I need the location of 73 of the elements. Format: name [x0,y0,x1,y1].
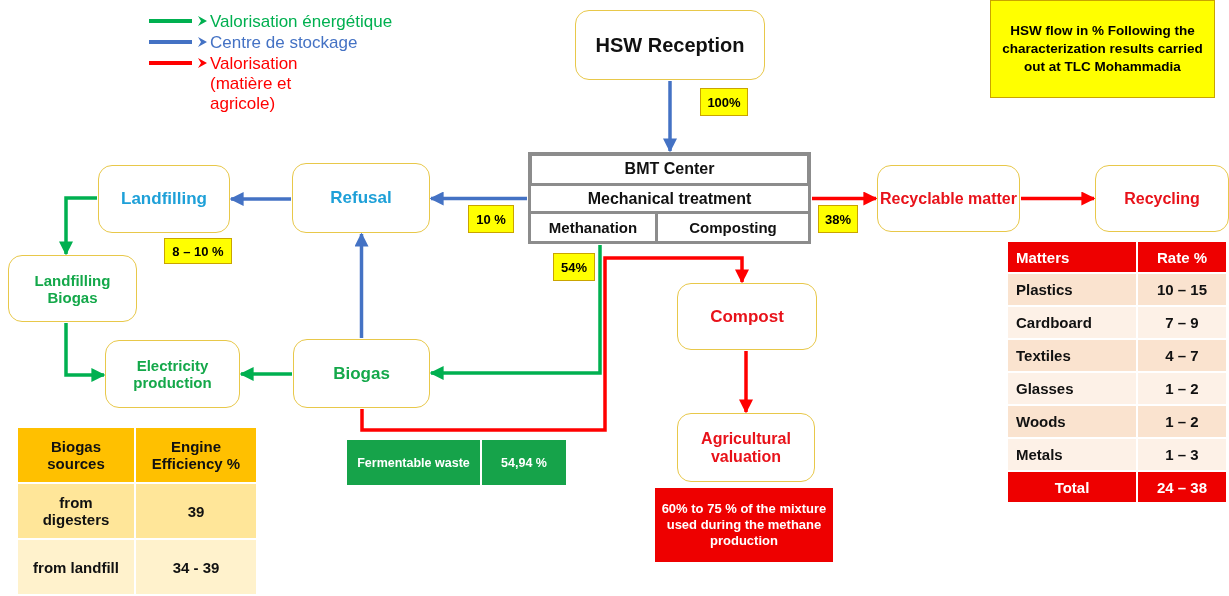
process-box [293,339,430,408]
legend-label: Valorisation énergétique [210,12,394,32]
arrow [429,191,527,206]
edge-label: 38% [818,205,858,233]
node-label: Agricultural valuation [700,429,792,466]
container-box [528,152,811,244]
process-box [528,211,658,244]
node-label: Landfilling [121,189,207,209]
node-label: Electricity production [132,357,213,391]
node-label: Composting [689,219,777,236]
node-title: BMT Center [624,159,715,179]
arrow [812,191,878,206]
table-cell: 1 – 2 [1138,406,1226,437]
table-cell: Cardboard [1008,307,1136,338]
process-box [98,165,230,233]
table-cell: Metals [1008,439,1136,470]
legend-label: Valorisation (matière et agricole) [210,54,299,114]
table-cell: Woods [1008,406,1136,437]
edge-label: 54% [553,253,595,281]
arrow [663,81,677,153]
table-cell: from landfill [18,540,134,594]
table-cell: 34 - 39 [136,540,256,594]
title-box: HSW flow in % Following the characterization results carried out at TLC Mohammadia [990,0,1215,98]
table-cell: Glasses [1008,373,1136,404]
node-label: Landfilling Biogas [33,271,112,306]
process-box [677,283,817,350]
table-total-cell: 24 – 38 [1138,472,1226,502]
process-box [1095,165,1229,232]
arrow [59,196,97,256]
arrow [739,351,753,414]
arrow [429,245,602,380]
process-box [575,10,765,80]
table-total-cell: Total [1008,472,1136,502]
arrow [64,323,106,382]
process-box [655,211,811,244]
table-cell: 10 – 15 [1138,274,1226,305]
edge-label: 10 % [468,205,514,233]
node-label: Refusal [330,188,392,208]
table-header-cell: Rate % [1138,242,1226,272]
table-cell: Textiles [1008,340,1136,371]
node-label: Recyclable matter [880,189,1017,208]
percentage-tag: 8 – 10 % [164,238,232,264]
table-header-cell: Biogas sources [18,428,134,482]
note-box: 60% to 75 % of the mixture used during the methane production [655,488,833,562]
table-cell: 7 – 9 [1138,307,1226,338]
process-box [292,163,430,233]
node-label: Mechanical treatment [587,189,752,208]
arrow [229,192,291,206]
arrow [354,232,369,338]
table-cell: from digesters [18,484,134,538]
table-cell: Plastics [1008,274,1136,305]
table-header-cell: Engine Efficiency % [136,428,256,482]
table-cell: 39 [136,484,256,538]
arrow [360,256,749,432]
node-label: Compost [710,306,784,327]
process-box [677,413,815,482]
node-label: Biogas [333,363,390,384]
legend-label: Centre de stockage [210,33,359,53]
table-cell: Fermentable waste [347,440,480,485]
arrow [239,367,292,381]
node-label: Recycling [1124,189,1200,208]
table-header-cell: Matters [1008,242,1136,272]
arrow [1021,191,1096,206]
process-box [8,255,137,322]
table-cell: 4 – 7 [1138,340,1226,371]
node-label: Methanation [548,219,638,236]
table-cell: 1 – 3 [1138,439,1226,470]
process-box [105,340,240,408]
table-cell: 54,94 % [482,440,566,485]
process-box [877,165,1020,232]
table-cell: 1 – 2 [1138,373,1226,404]
node-label: HSW Reception [595,33,745,57]
edge-label: 100% [700,88,748,116]
